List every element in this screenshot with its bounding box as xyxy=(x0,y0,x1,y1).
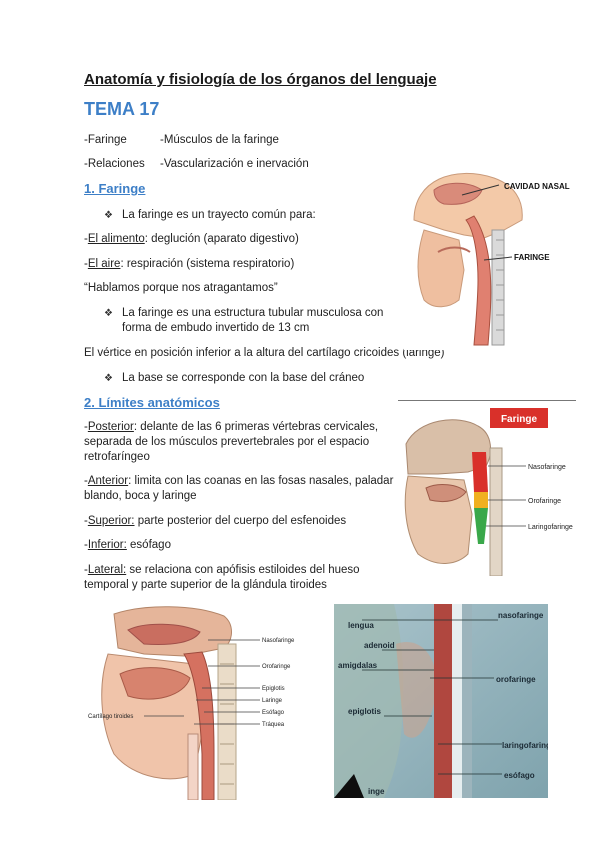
posterior-line-3: retrofaríngeo xyxy=(84,451,150,463)
lateral-line-2: temporal y parte superior de la glándula… xyxy=(84,579,327,591)
anterior-line: -Anterior: limita con las coanas en las … xyxy=(84,475,394,487)
superior-line: -Superior: parte posterior del cuerpo de… xyxy=(84,515,347,527)
vertice-line: El vértice en posición inferior a la alt… xyxy=(84,347,445,359)
label-orofaringe-3: Orofaringe xyxy=(262,664,291,670)
label-laringofaring-4: laringofaring xyxy=(502,741,548,750)
figure-pharynx-photo: nasofaringe lengua adenoid amigdalas oro… xyxy=(334,604,548,798)
anterior-line-2: blando, boca y laringe xyxy=(84,490,197,502)
label-traquea-3: Tráquea xyxy=(262,722,285,728)
figure-sagittal-pharynx: Nasofaringe Orofaringe Epiglotis Laringe… xyxy=(84,604,316,800)
inferior-line: -Inferior: esófago xyxy=(84,539,171,551)
faringe-header-box xyxy=(490,408,548,428)
bullet-base: ❖ La base se corresponde con la base del… xyxy=(104,372,365,384)
label-cartilago-tiroides: Cartílago tiroides xyxy=(88,714,133,720)
label-adenoid-4: adenoid xyxy=(364,641,395,650)
label-orofaringe-4: orofaringe xyxy=(496,675,536,684)
label-nasofaringe-3: Nasofaringe xyxy=(262,638,295,644)
label-esofago-4: esófago xyxy=(504,771,535,780)
diamond-bullet-icon: ❖ xyxy=(104,373,113,384)
alimento-line: -El alimento: deglución (aparato digesti… xyxy=(84,233,299,245)
label-laringe-3: Laringe xyxy=(262,698,283,704)
label-amigdalas-4: amigdalas xyxy=(338,661,378,670)
label-epiglotis-4: epiglotis xyxy=(348,707,381,716)
posterior-line-2: separada de los músculos prevertebrales … xyxy=(84,436,370,448)
label-orofaringe: Orofaringe xyxy=(528,498,561,505)
aire-line: -El aire: respiración (sistema respirato… xyxy=(84,258,295,270)
figure-pharynx-regions: Faringe Nasofaringe Orofaringe Laringofa… xyxy=(398,404,576,576)
label-nasofaringe-4: nasofaringe xyxy=(498,611,544,620)
faringe-header-label: Faringe xyxy=(501,414,538,425)
topic-musculos: -Músculos de la faringe xyxy=(160,134,279,146)
diamond-bullet-icon: ❖ xyxy=(104,308,113,319)
lateral-line: -Lateral: se relaciona con apófisis esti… xyxy=(84,564,360,576)
figure-nasal-cavity-pharynx: CAVIDAD NASAL FARINGE xyxy=(404,160,574,350)
bullet-trayecto: ❖ La faringe es un trayecto común para: xyxy=(104,209,316,221)
topic-vascularizacion: -Vascularización e inervación xyxy=(160,158,309,170)
posterior-line: -Posterior: delante de las 6 primeras vé… xyxy=(84,421,379,433)
label-laringofaringe: Laringofaringe xyxy=(528,524,573,531)
bullet-estructura: ❖ La faringe es una estructura tubular m… xyxy=(104,307,384,334)
label-esofago-3: Esófago xyxy=(262,710,285,716)
section-faringe-heading: 1. Faringe xyxy=(84,181,146,196)
section-limites-heading: 2. Límites anatómicos xyxy=(84,395,220,410)
divider-line xyxy=(398,400,576,401)
label-inge-4: inge xyxy=(368,787,385,796)
label-faringe: FARINGE xyxy=(514,253,550,262)
topic-faringe: -Faringe xyxy=(84,134,127,146)
tema-heading: TEMA 17 xyxy=(84,99,160,119)
document-title: Anatomía y fisiología de los órganos del… xyxy=(84,71,437,88)
diamond-bullet-icon: ❖ xyxy=(104,210,113,221)
label-cavidad-nasal: CAVIDAD NASAL xyxy=(504,182,570,191)
label-nasofaringe: Nasofaringe xyxy=(528,464,566,471)
label-lengua-4: lengua xyxy=(348,621,374,630)
label-epiglotis-3: Epiglotis xyxy=(262,686,285,692)
topic-relaciones: -Relaciones xyxy=(84,158,145,170)
quote-line: “Hablamos porque nos atragantamos” xyxy=(84,282,278,294)
